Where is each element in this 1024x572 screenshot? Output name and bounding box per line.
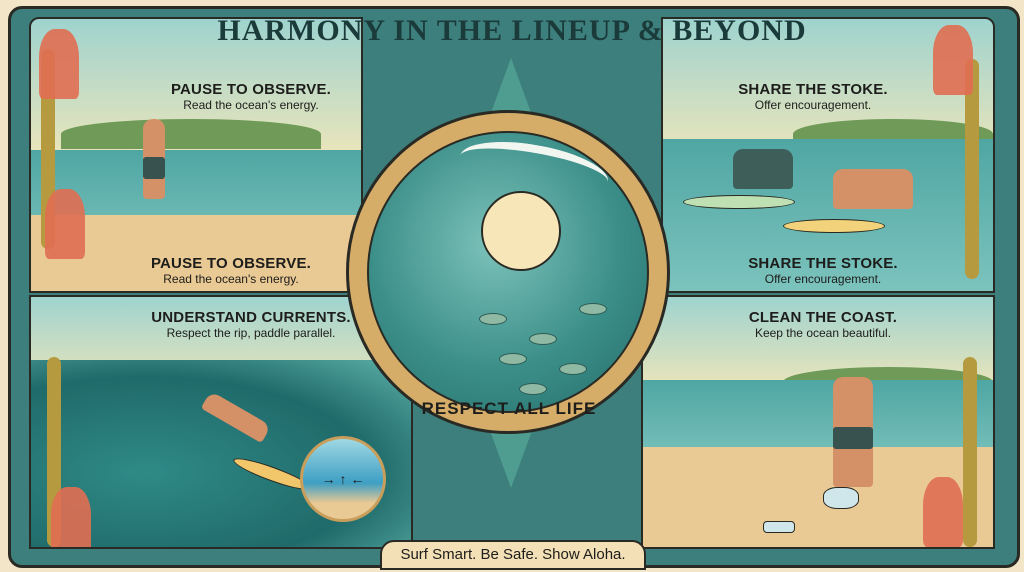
caption-heading: SHARE THE STOKE. xyxy=(738,81,888,98)
fish-icon xyxy=(579,303,607,315)
coral-icon xyxy=(923,477,963,547)
caption-heading: SHARE THE STOKE. xyxy=(748,255,898,272)
fish-icon xyxy=(559,363,587,375)
panel-pause-to-observe: PAUSE TO OBSERVE. Read the ocean's energ… xyxy=(29,17,363,293)
plastic-bottle-icon xyxy=(763,521,795,533)
observer-figure xyxy=(143,119,165,199)
panel-clean-the-coast: CLEAN THE COAST. Keep the ocean beautifu… xyxy=(641,295,995,549)
ocean xyxy=(663,138,993,291)
fish-icon xyxy=(499,353,527,365)
fish-icon xyxy=(479,313,507,325)
caption-sub: Respect the rip, paddle parallel. xyxy=(166,326,336,340)
surfer-wetsuit xyxy=(733,149,793,189)
rip-current-diagram-inset: → ↑ ← xyxy=(300,436,386,522)
caption-sub: Read the ocean's energy. xyxy=(163,272,299,286)
kelp-icon xyxy=(965,59,979,279)
caption-heading: CLEAN THE COAST. xyxy=(748,309,898,326)
caption-sub: Offer encouragement. xyxy=(764,272,882,286)
caption-heading: UNDERSTAND CURRENTS. xyxy=(151,309,351,326)
coral-icon xyxy=(933,25,973,95)
yin-yang-wave-medallion: RESPECT ALL LIFE xyxy=(346,110,670,434)
fish-icon xyxy=(529,333,557,345)
coral-icon xyxy=(45,189,85,259)
footer-banner: Surf Smart. Be Safe. Show Aloha. xyxy=(380,540,646,570)
kelp-icon xyxy=(963,357,977,547)
caption-heading: PAUSE TO OBSERVE. xyxy=(150,255,312,272)
beach-cleaner-figure xyxy=(833,377,873,487)
caption-bottom: SHARE THE STOKE. Offer encouragement. xyxy=(723,255,923,286)
compass-spike-top xyxy=(489,58,533,118)
beach-sand xyxy=(31,214,361,291)
wave-yin-yang xyxy=(367,131,649,413)
panel-understand-currents: UNDERSTAND CURRENTS. Respect the rip, pa… xyxy=(29,295,413,549)
coral-icon xyxy=(51,487,91,547)
caption-top: SHARE THE STOKE. Offer encouragement. xyxy=(703,81,923,112)
wave-eye xyxy=(481,191,561,271)
surfer-shirtless xyxy=(833,169,913,209)
surfboard-icon xyxy=(683,195,795,209)
plastic-bag-icon xyxy=(823,487,859,509)
fish-icon xyxy=(519,383,547,395)
hill xyxy=(61,119,321,149)
caption-sub: Keep the ocean beautiful. xyxy=(754,326,892,340)
surfboard-icon xyxy=(783,219,885,233)
caption: UNDERSTAND CURRENTS. Respect the rip, pa… xyxy=(131,309,371,340)
caption-top: PAUSE TO OBSERVE. Read the ocean's energ… xyxy=(141,81,361,112)
coral-icon xyxy=(39,29,79,99)
caption-sub: Offer encouragement. xyxy=(754,98,872,112)
caption: CLEAN THE COAST. Keep the ocean beautifu… xyxy=(723,309,923,340)
respect-all-life-ribbon: RESPECT ALL LIFE xyxy=(421,399,597,418)
rip-current-arrows-icon: → ↑ ← xyxy=(321,471,365,487)
caption-sub: Read the ocean's energy. xyxy=(183,98,319,112)
compass-spike-bottom xyxy=(489,428,533,488)
poster-title: HARMONY IN THE LINEUP & BEYOND xyxy=(217,14,807,47)
panel-share-the-stoke: SHARE THE STOKE. Offer encouragement. SH… xyxy=(661,17,995,293)
caption-heading: PAUSE TO OBSERVE. xyxy=(170,81,332,98)
caption-bottom: PAUSE TO OBSERVE. Read the ocean's energ… xyxy=(121,255,341,286)
